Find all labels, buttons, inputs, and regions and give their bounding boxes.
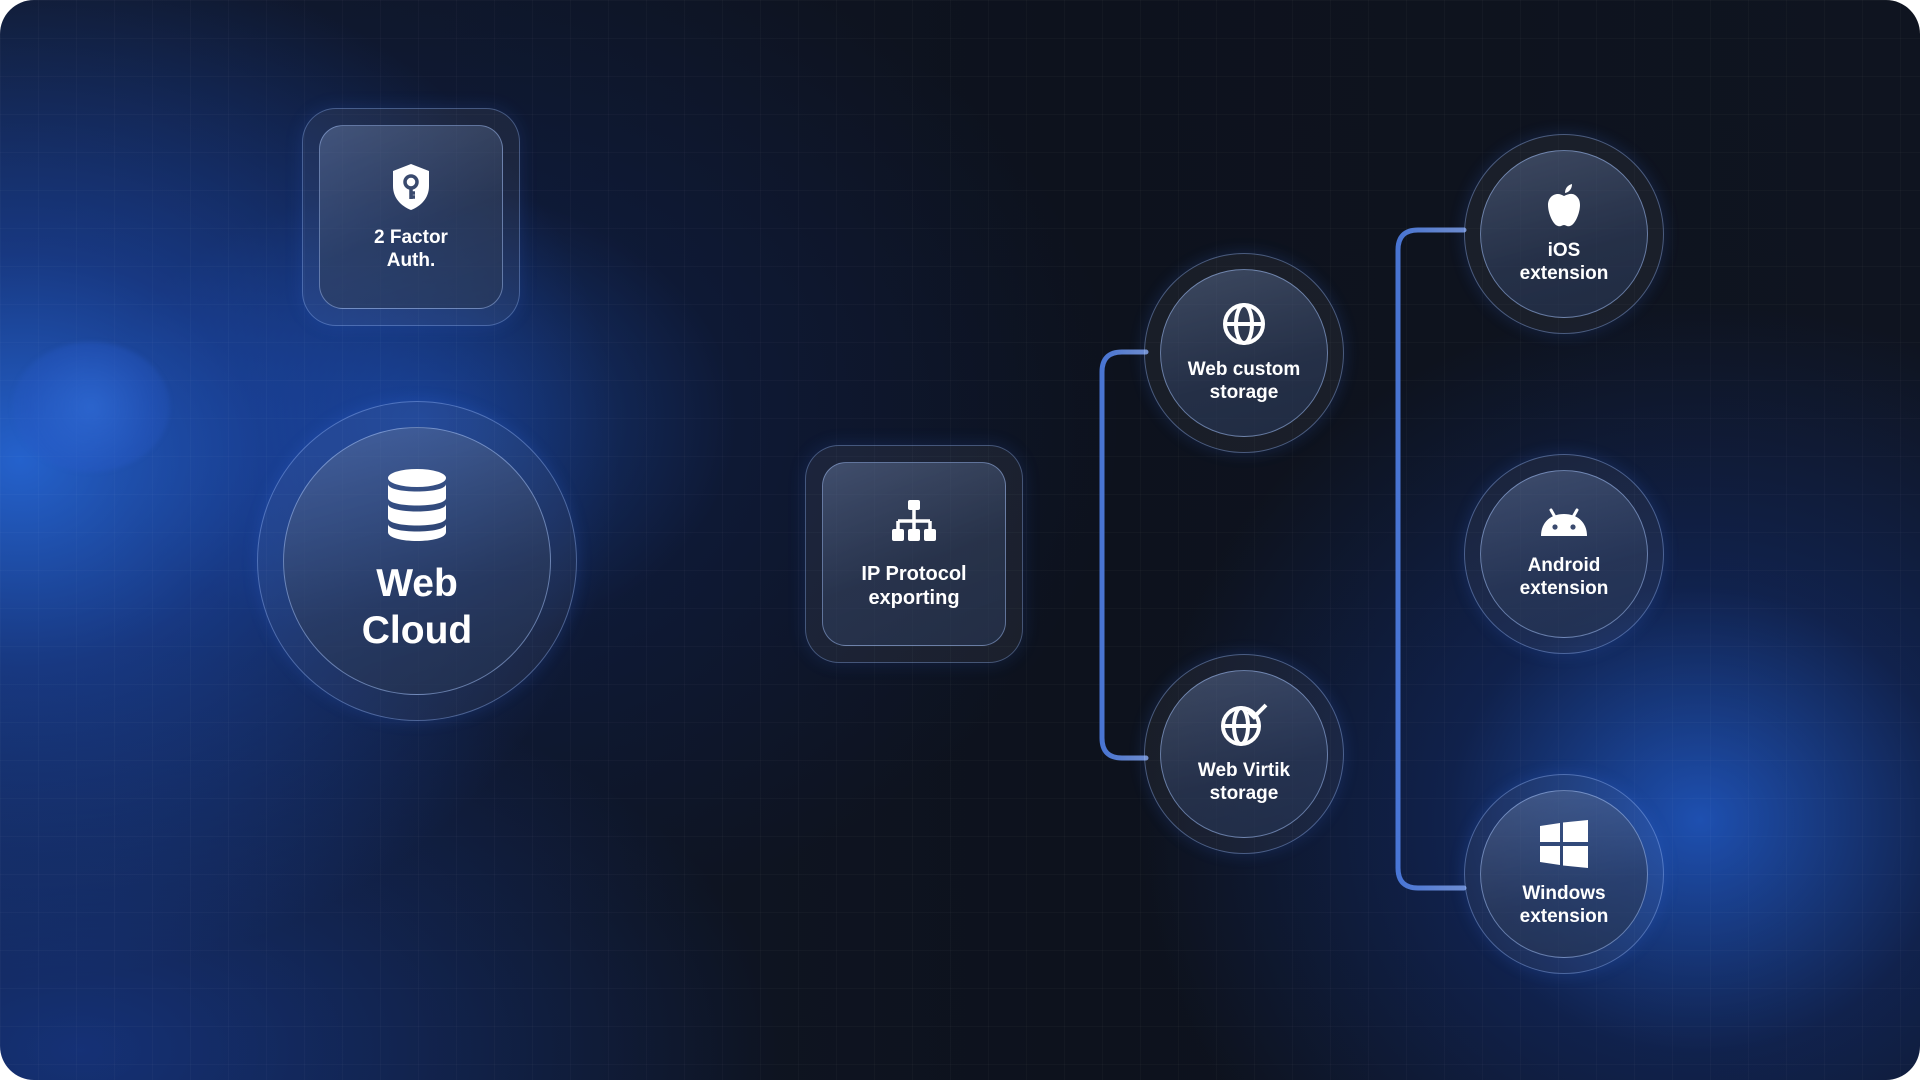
- blur-blob: [12, 342, 170, 472]
- connector-web-custom: [1099, 349, 1149, 563]
- web-cloud-label-line1: Web: [376, 561, 458, 605]
- ip-protocol-card: IP Protocol exporting: [822, 462, 1006, 646]
- android-label-line2: extension: [1519, 577, 1609, 599]
- apple-icon: [1544, 183, 1584, 234]
- network-icon: [890, 499, 938, 548]
- web-cloud-label-line2: Cloud: [361, 608, 473, 652]
- shield-key-icon: [389, 162, 433, 217]
- windows-icon: [1539, 819, 1589, 873]
- android-card: Android extension: [1480, 470, 1648, 638]
- web-custom-label-line2: storage: [1209, 381, 1279, 403]
- windows-label-line2: extension: [1519, 905, 1609, 927]
- database-icon: [386, 468, 448, 547]
- windows-label-line1: Windows: [1522, 882, 1606, 904]
- android-label-line1: Android: [1527, 554, 1601, 576]
- connector-web-virtik: [1099, 557, 1149, 761]
- android-icon: [1539, 508, 1589, 543]
- ios-label-line1: iOS: [1547, 239, 1581, 261]
- globe-icon: [1222, 302, 1266, 351]
- two-factor-label-line2: Auth.: [386, 249, 436, 271]
- web-virtik-label-line2: storage: [1209, 782, 1279, 804]
- globe-check-icon: [1220, 703, 1268, 752]
- web-custom-label-line1: Web custom: [1187, 358, 1301, 380]
- ip-protocol-label-line2: exporting: [868, 586, 960, 609]
- connector-windows: [1395, 557, 1467, 891]
- web-cloud-card: Web Cloud: [283, 427, 551, 695]
- web-virtik-card: Web Virtik storage: [1160, 670, 1328, 838]
- web-virtik-label-line1: Web Virtik: [1197, 759, 1291, 781]
- windows-card: Windows extension: [1480, 790, 1648, 958]
- ip-protocol-label-line1: IP Protocol: [861, 562, 967, 585]
- two-factor-label-line1: 2 Factor: [374, 226, 448, 248]
- ios-label-line2: extension: [1519, 262, 1609, 284]
- ios-card: iOS extension: [1480, 150, 1648, 318]
- connector-ios: [1395, 227, 1467, 563]
- two-factor-card: 2 Factor Auth.: [319, 125, 503, 309]
- web-custom-card: Web custom storage: [1160, 269, 1328, 437]
